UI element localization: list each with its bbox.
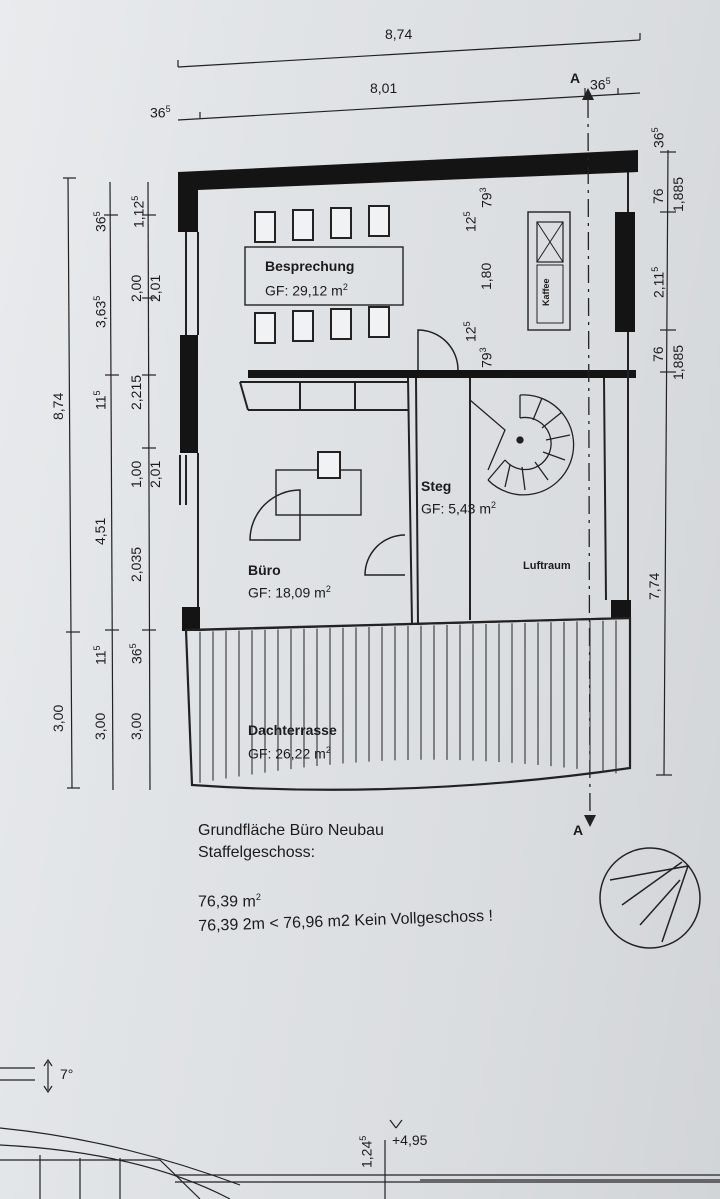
- dim-stair-top-b: 793: [478, 187, 495, 208]
- section-marker-top: A: [570, 70, 581, 86]
- desk-chair: [317, 451, 341, 479]
- dim-col2-4: 115: [92, 645, 109, 665]
- dim-right-2: 2,115: [650, 266, 667, 298]
- dim-stair-bottom-a: 125: [462, 321, 479, 342]
- conference-table: [244, 246, 404, 306]
- dim-top-right-offset: 365: [590, 76, 611, 93]
- terrace-slats: [199, 620, 617, 783]
- top-dimension-lines: [177, 33, 641, 121]
- kaffee-unit: [527, 211, 571, 331]
- dim-col3-sub-1: 2,01: [147, 460, 163, 488]
- dim-col2-0: 365: [92, 211, 109, 232]
- room-name-buero: Büro: [248, 562, 281, 578]
- dim-col3-sub-0: 2,01: [147, 274, 163, 302]
- dim-col3-6: 3,00: [128, 712, 144, 740]
- dim-right-4: 7,74: [646, 572, 662, 600]
- dim-col3-1: 2,00: [128, 274, 144, 302]
- room-gf-besprechung: GF: 29,12 m2: [265, 282, 348, 299]
- bottom-section-fragment: [0, 1058, 720, 1199]
- walls: [178, 150, 638, 631]
- left-dimension-lines: [63, 177, 156, 791]
- room-name-luftraum: Luftraum: [523, 560, 571, 572]
- room-gf-steg: GF: 5,43 m2: [421, 500, 497, 517]
- section-arrow-bottom: [584, 815, 596, 827]
- dim-right-outer-1: 1,885: [670, 344, 686, 380]
- dim-right-outer-0: 1,885: [670, 176, 686, 212]
- room-gf-dachterrasse: GF: 26,22 m2: [248, 745, 331, 762]
- dim-stair-mid: 1,80: [478, 262, 494, 290]
- dim-right-0: 365: [650, 127, 667, 148]
- dim-stair-bottom-b: 793: [478, 347, 495, 368]
- dim-stair-top-a: 125: [462, 211, 479, 232]
- dim-col2-3: 4,51: [92, 517, 108, 545]
- note-line-1: Grundfläche Büro Neubau: [198, 822, 384, 839]
- note-line-3: 76,39 m2: [198, 892, 261, 911]
- dim-col3-4: 2,035: [128, 546, 144, 582]
- section-marker-bottom: A: [573, 822, 584, 838]
- spiral-stair: [469, 394, 575, 496]
- dim-top-left-offset: 365: [150, 104, 171, 121]
- dim-angle: 7°: [60, 1066, 74, 1082]
- dim-right-1: 76: [650, 188, 666, 204]
- dim-bottom-height: 1,245: [358, 1135, 375, 1168]
- terrace-outline: [184, 616, 632, 791]
- dim-top-inner: 8,01: [370, 80, 398, 96]
- note-line-2: Staffelgeschoss:: [198, 844, 316, 861]
- dim-col3-3: 1,00: [128, 460, 144, 488]
- dim-right-3: 76: [650, 346, 666, 362]
- room-name-besprechung: Besprechung: [265, 258, 355, 274]
- north-arrow-icon: [599, 847, 701, 949]
- door-swings: [249, 329, 459, 576]
- dim-left-total: 8,74: [50, 392, 66, 420]
- room-name-steg: Steg: [421, 478, 452, 494]
- dim-col3-5: 365: [128, 643, 145, 664]
- dim-bottom-level: +4,95: [392, 1132, 428, 1148]
- dim-col2-2: 115: [92, 390, 109, 410]
- dim-col3-0: 1,125: [130, 195, 147, 228]
- kaffee-label: Kaffee: [541, 278, 551, 306]
- dim-top-total: 8,74: [385, 26, 413, 42]
- room-name-dachterrasse: Dachterrasse: [248, 722, 337, 738]
- dim-left-3-00: 3,00: [50, 704, 66, 732]
- dim-col2-5: 3,00: [92, 712, 108, 740]
- chairs: [254, 205, 390, 344]
- dim-col2-1: 3,635: [92, 295, 109, 328]
- right-dimension-lines: [656, 149, 676, 776]
- dim-col3-2: 2,215: [128, 374, 144, 410]
- section-arrow-top: [582, 88, 594, 100]
- room-gf-buero: GF: 18,09 m2: [248, 584, 331, 601]
